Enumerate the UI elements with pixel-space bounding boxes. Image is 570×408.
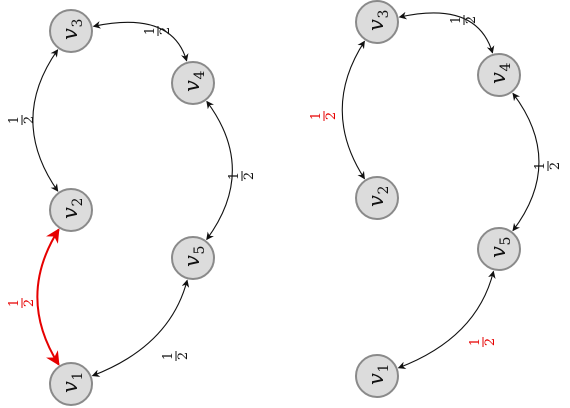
node-v3-label: v3 <box>364 10 392 31</box>
edge-v3-v4 <box>92 21 189 62</box>
node-v2-label: v2 <box>58 198 86 219</box>
edge-v5-v1 <box>91 279 190 377</box>
edge-label-v2-v3-denominator: 2 <box>324 112 339 120</box>
svg-text:5: 5 <box>192 246 208 255</box>
node-v1: v1 <box>355 354 399 398</box>
node-v3: v3 <box>49 9 93 53</box>
node-v5-circle <box>171 236 215 280</box>
edge-label-v3-v4-numerator: 1 <box>449 16 464 24</box>
edge-v4-v5 <box>512 92 540 232</box>
node-v3-circle <box>49 9 93 53</box>
svg-text:1: 1 <box>376 364 392 373</box>
edge-label-v3-v4-numerator: 1 <box>143 27 158 35</box>
node-v4-label: v4 <box>180 70 208 91</box>
edge-label-v5-v1-denominator: 2 <box>483 338 498 346</box>
edge-label-v4-v5-denominator: 2 <box>242 172 257 180</box>
edge-v3-v4 <box>398 11 495 54</box>
node-v2-label: v2 <box>364 186 392 207</box>
node-v4-circle <box>477 53 521 97</box>
edge-label-v3-v4-denominator: 2 <box>464 16 479 24</box>
node-v2-circle <box>49 188 93 232</box>
node-v1-label: v1 <box>364 364 392 385</box>
node-v4: v4 <box>477 53 521 97</box>
node-v3: v3 <box>355 0 399 44</box>
edge-v1-v2 <box>36 228 60 366</box>
edge-label-v1-v2-denominator: 2 <box>22 299 37 307</box>
node-v3-label: v3 <box>58 19 86 40</box>
node-v1-circle <box>49 362 93 406</box>
svg-text:v: v <box>364 373 388 385</box>
svg-text:3: 3 <box>376 10 392 19</box>
node-v1-label: v1 <box>58 372 86 393</box>
svg-text:2: 2 <box>70 198 86 207</box>
edge-label-v4-v5-numerator: 1 <box>533 162 548 170</box>
edge-v2-v3 <box>341 40 365 180</box>
node-v5: v5 <box>171 236 215 280</box>
svg-text:v: v <box>180 255 204 267</box>
node-v2: v2 <box>49 188 93 232</box>
node-v2: v2 <box>355 176 399 220</box>
node-v2-circle <box>355 176 399 220</box>
svg-text:5: 5 <box>498 237 514 246</box>
svg-text:2: 2 <box>376 186 392 195</box>
edge-label-v4-v5-numerator: 1 <box>227 172 242 180</box>
svg-text:v: v <box>180 80 204 92</box>
svg-text:v: v <box>58 381 82 393</box>
node-v1: v1 <box>49 362 93 406</box>
edge-label-v1-v2-numerator: 1 <box>7 299 22 307</box>
svg-text:4: 4 <box>192 70 208 79</box>
node-v4: v4 <box>171 61 215 105</box>
svg-text:v: v <box>486 72 510 84</box>
edge-label-v2-v3-numerator: 1 <box>7 116 22 124</box>
edge-label-v5-v1-numerator: 1 <box>161 352 176 360</box>
edge-label-v2-v3-numerator: 1 <box>309 112 324 120</box>
node-v1-circle <box>355 354 399 398</box>
node-v3-circle <box>355 0 399 44</box>
edge-label-v4-v5-denominator: 2 <box>548 162 563 170</box>
node-v4-circle <box>171 61 215 105</box>
node-v4-label: v4 <box>486 62 514 83</box>
edge-v5-v1 <box>397 270 496 369</box>
node-v5-label: v5 <box>180 246 208 267</box>
node-v5-label: v5 <box>486 237 514 258</box>
node-v5: v5 <box>477 227 521 271</box>
svg-text:v: v <box>58 207 82 219</box>
svg-text:3: 3 <box>70 19 86 28</box>
edge-v2-v3 <box>32 49 59 192</box>
node-v5-circle <box>477 227 521 271</box>
svg-text:4: 4 <box>498 62 514 71</box>
svg-text:v: v <box>486 246 510 258</box>
svg-text:v: v <box>364 19 388 31</box>
edge-v4-v5 <box>206 100 233 241</box>
edge-label-v5-v1-numerator: 1 <box>468 338 483 346</box>
svg-text:v: v <box>364 195 388 207</box>
edge-label-v5-v1-denominator: 2 <box>176 352 191 360</box>
svg-text:1: 1 <box>70 372 86 381</box>
svg-text:v: v <box>58 28 82 40</box>
edge-label-v3-v4-denominator: 2 <box>158 27 173 35</box>
edge-label-v2-v3-denominator: 2 <box>22 116 37 124</box>
